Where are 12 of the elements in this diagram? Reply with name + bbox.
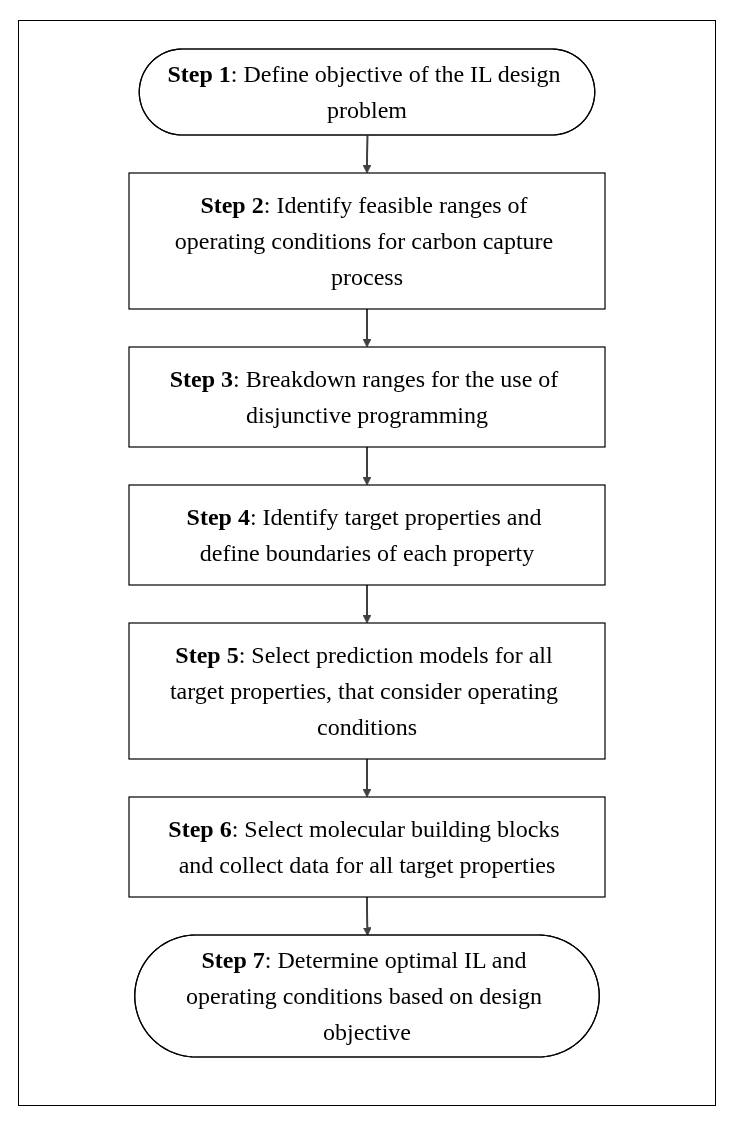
arrow: [362, 134, 372, 174]
frame-border: Step 1: Define objective of the IL design problem Step 2: Identify feasible ranges of operating conditions for carbon capture process Step 3: Breakdown ranges for the use of disjunctive programming Step 4: Identify target properties and define boundaries of each property Step 5: Select prediction models for all target properties, that consider operating conditions Step 6: Select molecular building blocks and collect data for all target properties Step 7: Determine optimal IL and operating conditions based on design objective: [18, 20, 716, 1106]
node-box: [128, 484, 606, 586]
node-box: [128, 172, 606, 310]
arrow: [362, 758, 372, 798]
arrow: [362, 308, 372, 348]
arrow: [362, 446, 372, 486]
arrow: [362, 584, 372, 624]
node-box: [128, 346, 606, 448]
node-box: [128, 796, 606, 898]
arrow: [362, 896, 372, 936]
node-box: [128, 622, 606, 760]
